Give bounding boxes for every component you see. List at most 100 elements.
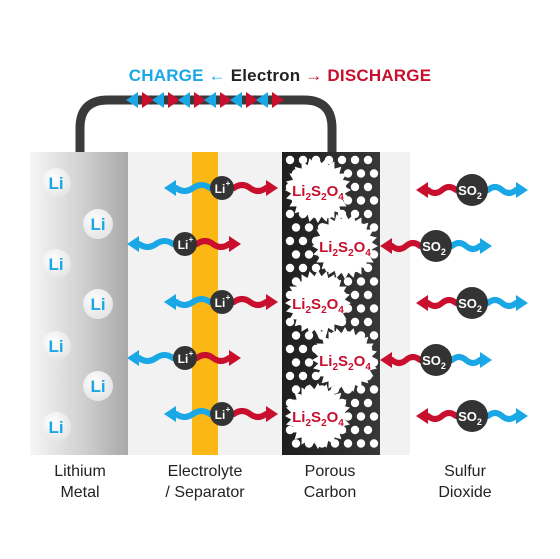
svg-text:Li: Li — [48, 255, 63, 274]
column-label-line: / Separator — [165, 484, 245, 501]
right-arrow-icon: → — [305, 66, 323, 85]
pore — [350, 398, 360, 408]
svg-text:Li: Li — [48, 174, 63, 193]
lithium-atom: Li — [41, 331, 71, 361]
lithium-ion: Li+ — [173, 232, 197, 256]
svg-text:Li: Li — [90, 295, 105, 314]
pore — [285, 236, 295, 246]
pore — [369, 277, 379, 286]
lithium-atom: Li — [41, 168, 71, 198]
charge-arrow — [164, 180, 213, 196]
svg-text:Li2S2O4: Li2S2O4 — [292, 409, 344, 429]
discharge-arrow — [231, 294, 278, 310]
electron-arrow — [178, 92, 206, 108]
pore — [291, 331, 301, 340]
electron-flow-header: CHARGE ← Electron → DISCHARGE — [0, 66, 560, 86]
svg-text:+: + — [226, 293, 231, 302]
column-label-line: Dioxide — [438, 484, 492, 501]
pore — [363, 155, 373, 165]
pore — [304, 223, 314, 232]
pore — [298, 155, 308, 165]
so2-molecule: SO2 — [456, 174, 488, 206]
column-label-line: Sulfur — [444, 463, 486, 480]
pore — [356, 196, 366, 205]
lithium-metal-anode — [30, 152, 128, 455]
pore — [304, 331, 314, 340]
pore — [304, 250, 314, 259]
charge-arrow — [485, 295, 528, 311]
electron-label: Electron — [230, 66, 301, 85]
electron-arrow — [204, 92, 232, 108]
lithium-atom: Li — [83, 371, 113, 401]
svg-text:+: + — [226, 405, 231, 414]
svg-text:Li: Li — [178, 352, 189, 366]
pore — [356, 169, 366, 178]
electron-arrows — [126, 92, 284, 108]
column-label-porous-carbon: Porous Carbon — [270, 461, 390, 503]
charge-label: CHARGE — [128, 66, 204, 85]
discharge-arrow — [231, 406, 278, 422]
discharge-arrow — [231, 180, 278, 196]
svg-text:Li: Li — [90, 377, 105, 396]
charge-arrow — [164, 294, 213, 310]
column-label-line: Porous — [304, 463, 356, 480]
li2s2o4-product: Li2S2O4 — [312, 327, 378, 393]
svg-text:Li: Li — [48, 418, 63, 437]
column-label-line: Metal — [60, 484, 100, 501]
pore — [337, 155, 347, 165]
charge-arrow — [127, 350, 176, 366]
pore — [291, 358, 301, 367]
lithium-ion: Li+ — [210, 176, 234, 200]
lithium-ion: Li+ — [210, 402, 234, 426]
pore — [350, 425, 360, 435]
pore — [350, 290, 360, 300]
svg-text:Li2S2O4: Li2S2O4 — [292, 296, 344, 316]
pore — [298, 344, 308, 354]
discharge-arrow — [416, 408, 459, 424]
charge-arrow — [485, 182, 528, 198]
pore — [343, 169, 353, 178]
li2s2o4-product: Li2S2O4 — [312, 213, 378, 279]
pore — [363, 290, 373, 300]
pore — [350, 182, 360, 192]
discharge-arrow — [194, 350, 241, 366]
pore — [304, 358, 314, 367]
column-label-electrolyte-separator: Electrolyte / Separator — [145, 461, 265, 503]
pore — [311, 263, 321, 273]
column-label-line: Carbon — [303, 484, 357, 501]
column-label-line: Electrolyte — [167, 463, 243, 480]
column-label-line: Lithium — [54, 463, 106, 480]
pore — [363, 398, 373, 408]
pore — [285, 317, 295, 327]
charge-arrow — [449, 352, 492, 368]
pore — [369, 385, 379, 394]
svg-text:SO2: SO2 — [458, 183, 482, 201]
discharge-arrow — [416, 295, 459, 311]
left-arrow-icon: ← — [208, 66, 226, 85]
pore — [291, 385, 301, 394]
li2s2o4-product: Li2S2O4 — [285, 383, 351, 449]
charge-arrow — [127, 236, 176, 252]
pore — [350, 317, 360, 327]
svg-text:Li: Li — [178, 238, 189, 252]
lithium-ion: Li+ — [210, 290, 234, 314]
discharge-arrow — [380, 352, 423, 368]
svg-text:Li2S2O4: Li2S2O4 — [319, 239, 371, 259]
discharge-arrow — [194, 236, 241, 252]
pore — [291, 250, 301, 259]
discharge-arrow — [380, 238, 423, 254]
pore — [350, 155, 360, 165]
svg-text:Li: Li — [215, 182, 226, 196]
pore — [356, 439, 366, 448]
electron-arrow — [256, 92, 284, 108]
pore — [356, 277, 366, 286]
pore — [298, 236, 308, 246]
lithium-atom: Li — [83, 289, 113, 319]
pore — [285, 155, 295, 165]
svg-text:Li: Li — [215, 296, 226, 310]
pore — [369, 196, 379, 205]
pore — [285, 263, 295, 273]
